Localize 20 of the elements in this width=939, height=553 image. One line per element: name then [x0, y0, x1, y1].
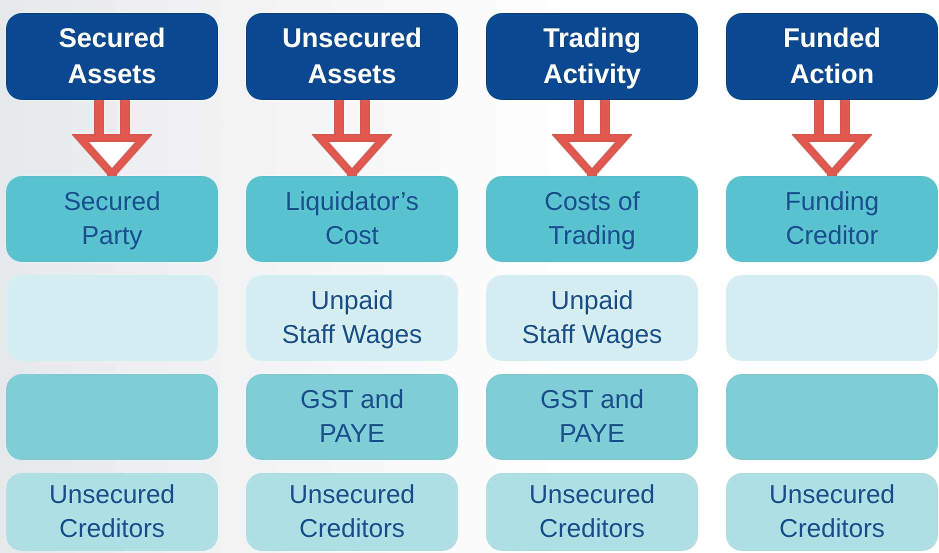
category-box: Costs of Trading: [486, 176, 698, 262]
empty-box: [6, 374, 218, 460]
category-box: Unpaid Staff Wages: [246, 275, 458, 361]
category-box: Secured Party: [6, 176, 218, 262]
header-box: Funded Action: [726, 13, 938, 100]
category-box: Unpaid Staff Wages: [486, 275, 698, 361]
category-box: Unsecured Creditors: [246, 473, 458, 551]
category-box: GST and PAYE: [486, 374, 698, 460]
empty-box: [6, 275, 218, 361]
category-box: GST and PAYE: [246, 374, 458, 460]
header-box: Secured Assets: [6, 13, 218, 100]
category-box: Funding Creditor: [726, 176, 938, 262]
empty-box: [726, 374, 938, 460]
empty-box: [726, 275, 938, 361]
category-box: Unsecured Creditors: [726, 473, 938, 551]
category-box: Unsecured Creditors: [6, 473, 218, 551]
category-box: Unsecured Creditors: [486, 473, 698, 551]
header-box: Unsecured Assets: [246, 13, 458, 100]
header-box: Trading Activity: [486, 13, 698, 100]
category-box: Liquidator’s Cost: [246, 176, 458, 262]
